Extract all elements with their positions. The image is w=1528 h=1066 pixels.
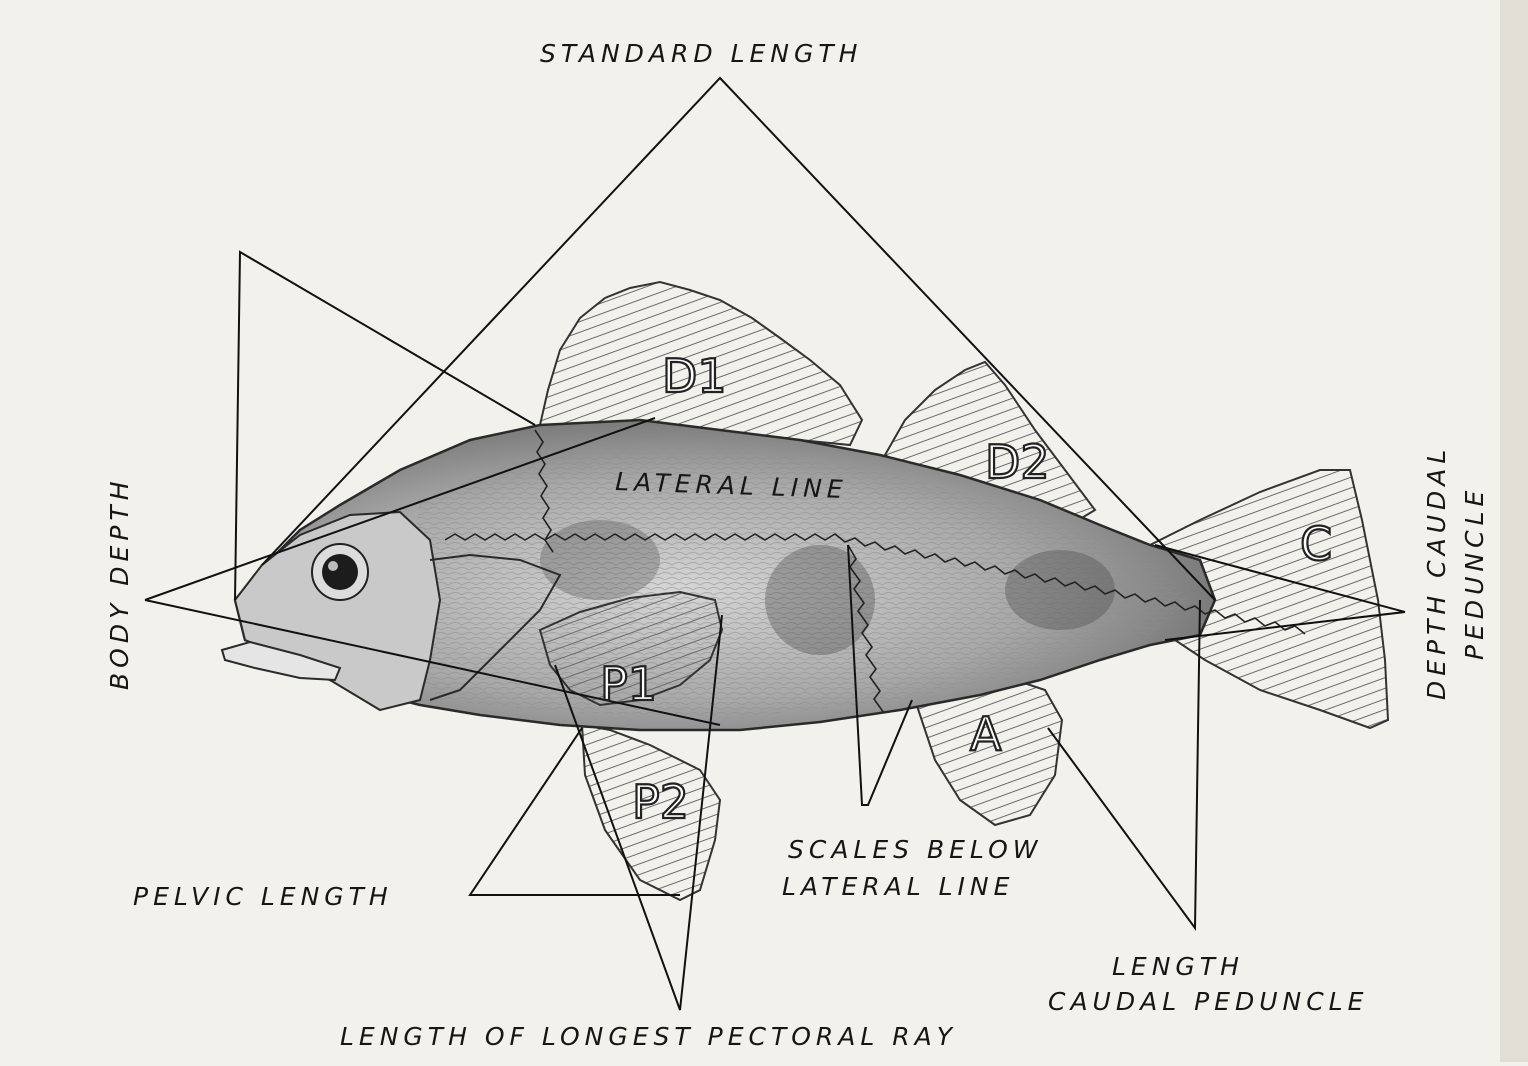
- body-blotch: [540, 520, 660, 600]
- page-edge: [1500, 0, 1528, 1062]
- length-caudal-label-line2: CAUDAL PEDUNCLE: [1048, 987, 1368, 1016]
- body-blotch: [765, 545, 875, 655]
- pelvic-length-label: PELVIC LENGTH: [133, 882, 393, 911]
- fin-label-p2: P2: [632, 775, 689, 829]
- fish-pupil: [322, 554, 358, 590]
- fin-label-a: A: [970, 707, 1002, 761]
- fin-label-p1: P1: [600, 657, 657, 711]
- scales-below-label-line2: LATERAL LINE: [782, 872, 1014, 901]
- standard-length-label: STANDARD LENGTH: [540, 39, 862, 68]
- fin-label-c: C: [1300, 517, 1332, 571]
- depth-caudal-label-line2: PEDUNCLE: [1460, 486, 1489, 660]
- body-depth-label: BODY DEPTH: [105, 477, 134, 691]
- fin-label-d1: D1: [662, 349, 727, 403]
- fin-label-d2: D2: [985, 435, 1050, 489]
- length-caudal-label-line1: LENGTH: [1112, 952, 1244, 981]
- longest-pectoral-ray-label: LENGTH OF LONGEST PECTORAL RAY: [340, 1022, 957, 1051]
- body-blotch: [1005, 550, 1115, 630]
- depth-caudal-label-line1: DEPTH CAUDAL: [1422, 445, 1451, 700]
- scales-below-label-line1: SCALES BELOW: [788, 835, 1042, 864]
- fish-eye-highlight: [328, 561, 338, 571]
